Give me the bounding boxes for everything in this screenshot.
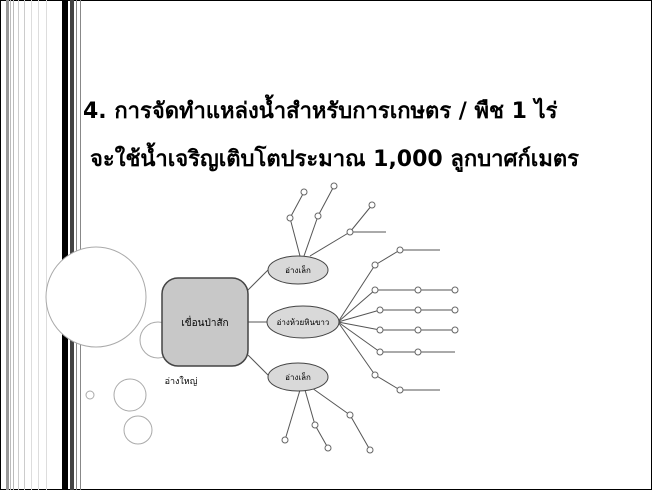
branch-middle-node	[266, 305, 340, 339]
slide-title-line-1: 4. การจัดทำแหล่งน้ำสำหรับการเกษตร / พืช …	[83, 99, 558, 124]
branch-bottom-node	[267, 362, 329, 392]
branch-top-node	[267, 255, 329, 285]
branch-bottom-label: อ่างเล็ก	[285, 372, 311, 382]
main-dam-node	[161, 277, 249, 367]
slide-title-line-2: จะใช้น้ำเจริญเติบโตประมาณ 1,000 ลูกบาศก์…	[90, 147, 579, 172]
main-dam-label: เขื่อนป่าสัก	[181, 315, 228, 329]
endpoint-dots	[281, 182, 459, 454]
decorative-stripes	[6, 0, 81, 490]
branch-middle-label: อ่างห้วยหินขาว	[277, 318, 330, 327]
main-dam-caption: อ่างใหญ่	[165, 376, 198, 387]
branch-top-label: อ่างเล็ก	[285, 265, 311, 275]
